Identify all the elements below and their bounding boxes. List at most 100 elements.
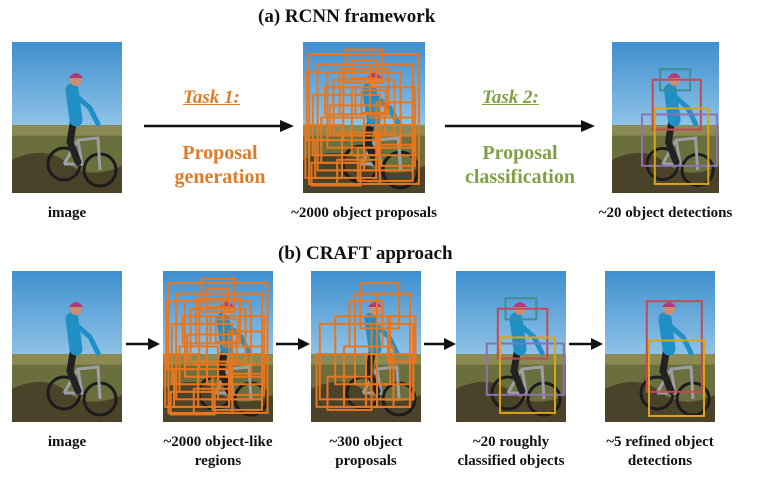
photo-a-image [12, 42, 122, 193]
arrow-b1-icon [126, 338, 160, 350]
rider-helmet [667, 73, 682, 78]
photo-b-regions [163, 271, 273, 422]
sky [12, 271, 122, 355]
bounding-box [326, 375, 373, 411]
arrow-b4-icon [569, 338, 603, 350]
arrow-b3-icon [424, 338, 456, 350]
caption-b-classified: ~20 roughly classified objects [436, 433, 586, 471]
task2-description: Proposal classification [440, 141, 600, 189]
caption-a-image: image [47, 205, 87, 221]
caption-b-image-line1: image [47, 434, 87, 450]
grass-horizon [12, 125, 122, 136]
rider-arm [664, 320, 694, 356]
rider-helmet [69, 302, 83, 307]
task2-line1: Proposal [482, 142, 558, 164]
bicycle-photo-illustration [163, 271, 273, 422]
photo-a-detections [612, 42, 719, 193]
bounding-box [640, 113, 718, 167]
task1-description: Proposal generation [150, 141, 290, 189]
bounding-box [192, 387, 234, 414]
caption-b-refined-line1: ~5 refined object [606, 434, 714, 450]
caption-a-proposals: ~2000 object proposals [291, 205, 437, 221]
bounding-box [350, 59, 378, 80]
section-a-title: (a) RCNN framework [258, 6, 436, 27]
bounding-box [328, 104, 386, 137]
rider-leg [66, 114, 82, 166]
photo-b-classified [456, 271, 566, 422]
rider-leg [659, 343, 675, 395]
caption-a-detections: ~20 object detections [598, 205, 733, 221]
caption-b-regions-line1: ~2000 object-like [163, 434, 273, 450]
sky [605, 271, 715, 355]
bounding-box [350, 86, 417, 157]
section-b-title: (b) CRAFT approach [278, 243, 453, 264]
rider-helmet [368, 302, 382, 307]
bounding-box [310, 161, 362, 187]
bounding-box [485, 342, 565, 396]
rider-helmet [513, 302, 527, 307]
bounding-box [206, 288, 230, 309]
caption-b-classified-line2: classified objects [457, 453, 565, 469]
bounding-box [338, 68, 390, 116]
dirt-path [12, 152, 122, 193]
rider-leg [664, 114, 680, 166]
bicycle-photo-illustration [303, 42, 425, 193]
photo-b-proposals [311, 271, 421, 422]
bounding-box [334, 315, 392, 386]
photo-b-image [12, 271, 122, 422]
bounding-box [230, 363, 266, 396]
caption-b-proposals-line2: proposals [335, 453, 397, 469]
rider-arm [71, 320, 101, 356]
task1-label: Task 1: [183, 87, 240, 108]
arrow-b2-icon [276, 338, 310, 350]
dirt-path [12, 381, 122, 422]
photo-a-proposals [303, 42, 425, 193]
bicycle-photo-illustration [456, 271, 566, 422]
rider-arm [71, 91, 101, 127]
sky [311, 271, 421, 355]
bounding-box [344, 48, 384, 84]
task1-line1: Proposal [182, 142, 258, 164]
bounding-box [377, 134, 417, 167]
rider-leg [510, 343, 526, 395]
caption-b-classified-line1: ~20 roughly [472, 434, 550, 450]
task1-line2: generation [174, 166, 266, 188]
bounding-box [375, 101, 414, 146]
sky [456, 271, 566, 355]
bounding-box [496, 307, 549, 360]
bicycle-photo-illustration [612, 42, 719, 193]
dirt-path [605, 381, 715, 422]
bounding-box [651, 78, 702, 131]
sky [612, 42, 719, 126]
photo-b-refined [605, 271, 715, 422]
bounding-box [228, 330, 263, 375]
rider-leg [66, 343, 82, 395]
rider-helmet [69, 73, 83, 78]
caption-b-regions-line2: regions [194, 453, 242, 469]
bounding-box [387, 315, 417, 363]
bounding-box [181, 315, 212, 345]
bounding-box [645, 300, 703, 393]
caption-b-regions: ~2000 object-like regions [143, 433, 293, 471]
caption-b-refined: ~5 refined object detections [585, 433, 735, 471]
bounding-box [653, 107, 710, 185]
arrow-a2-icon [445, 120, 595, 132]
grass-horizon [12, 354, 122, 365]
bounding-box [359, 282, 400, 330]
arrow-a1-icon [144, 120, 294, 132]
caption-b-proposals: ~300 object proposals [296, 433, 436, 471]
bounding-box [214, 318, 239, 343]
task2-line2: classification [465, 166, 575, 188]
bounding-box [206, 315, 266, 386]
bounding-box [211, 375, 263, 411]
task2-label: Task 2: [482, 87, 539, 108]
bounding-box [648, 339, 705, 417]
caption-b-refined-line2: detections [627, 453, 693, 469]
bounding-box [336, 158, 381, 185]
bounding-box [376, 292, 411, 401]
bounding-box [195, 297, 241, 345]
bounding-box [360, 89, 387, 114]
caption-b-image: image [12, 433, 122, 452]
caption-b-proposals-line1: ~300 object [329, 434, 403, 450]
bicycle-photo-illustration [311, 271, 421, 422]
